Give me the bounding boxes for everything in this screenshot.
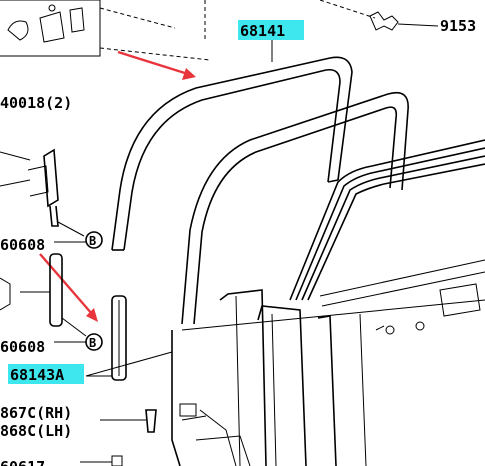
clip-rh-lh	[100, 409, 157, 433]
highlight-68141	[238, 20, 304, 40]
label-rh: 867C(RH)	[0, 404, 72, 422]
label-68141: 68141	[240, 22, 285, 40]
label-40018: 40018(2)	[0, 94, 72, 112]
label-lh: 868C(LH)	[0, 422, 72, 440]
reference-lines	[99, 0, 376, 61]
guide-rail	[0, 253, 87, 337]
inset-box	[0, 0, 101, 57]
label-9153: 9153	[440, 17, 476, 35]
lower-weatherstrip-68143A	[111, 295, 127, 381]
arrow-lower	[39, 253, 98, 322]
window-run-channel	[181, 91, 409, 325]
label-68143A: 68143A	[10, 366, 64, 384]
highlight-68143A	[8, 364, 84, 384]
door-panel	[171, 139, 485, 466]
bolt-lower: B	[54, 333, 103, 351]
door-weatherstrip-68141	[111, 56, 353, 251]
bolt-lower-symbol: B	[89, 336, 96, 350]
label-60617: 60617	[0, 458, 45, 466]
clip-part	[369, 11, 439, 31]
bracket-part	[0, 148, 85, 237]
label-60608-upper: 60608	[0, 236, 45, 254]
label-60608-lower: 60608	[0, 338, 45, 356]
arrow-upper	[117, 50, 196, 80]
bolt-upper: B	[54, 231, 103, 249]
bolt-upper-symbol: B	[89, 234, 96, 248]
